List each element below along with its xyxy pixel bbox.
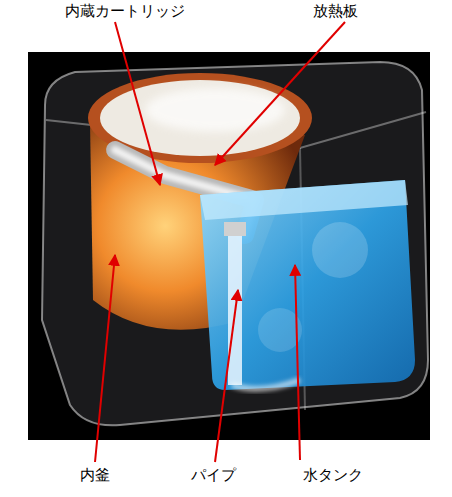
leader-arrow — [95, 255, 115, 462]
steam-flow — [115, 150, 255, 235]
leader-arrow — [115, 22, 160, 185]
part-label: 放熱板 — [313, 2, 358, 20]
leader-arrow — [215, 290, 238, 462]
leader-arrow — [215, 22, 345, 165]
black-backdrop — [28, 52, 430, 440]
part-label: 内釜 — [80, 466, 110, 484]
part-label: パイプ — [191, 466, 236, 484]
leader-arrow — [295, 265, 300, 460]
part-label: 内蔵カートリッジ — [65, 2, 185, 20]
pipe-outlet — [232, 380, 300, 389]
heat-plate — [100, 80, 300, 156]
pipe-joint — [224, 222, 246, 236]
bubble — [312, 222, 368, 278]
cooker-body — [42, 62, 428, 425]
tank-lid — [200, 180, 408, 220]
part-label: 水タンク — [303, 466, 363, 484]
water-tank — [200, 180, 415, 390]
cartridge — [115, 150, 255, 235]
